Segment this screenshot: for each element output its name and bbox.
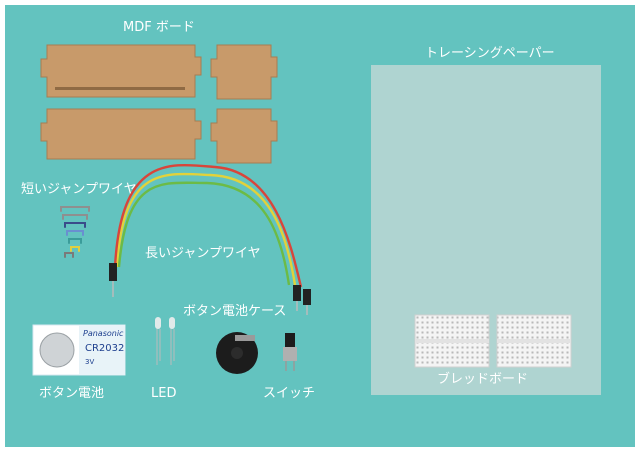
label-short-jumper: 短いジャンプワイヤ [21, 182, 137, 197]
breadboard-right [496, 314, 572, 368]
leds [155, 317, 175, 365]
long-jumper-wires [109, 163, 311, 315]
switch [283, 333, 297, 371]
label-led: LED [151, 386, 177, 401]
label-battery-case: ボタン電池ケース [183, 304, 287, 319]
label-switch: スイッチ [263, 386, 316, 401]
mdf-board-large-bottom [40, 108, 202, 160]
label-button-battery: ボタン電池 [39, 386, 105, 401]
label-mdf-board: MDF ボード [123, 20, 195, 35]
mdf-board-large-top [40, 44, 202, 98]
mdf-board-small-top [210, 44, 278, 100]
battery-brand-text: Panasonic [83, 329, 124, 338]
battery-case [216, 332, 258, 374]
battery-model-text: CR2032 [85, 343, 125, 354]
photo: Panasonic CR2032 3V MDF ボード トレーシングペーパー 短… [5, 5, 635, 447]
breadboard-left [414, 314, 490, 368]
battery-package [32, 324, 126, 376]
label-breadboard: ブレッドボード [437, 372, 529, 387]
mdf-board-small-bottom [210, 108, 278, 164]
battery-voltage-text: 3V [85, 358, 95, 366]
label-long-jumper: 長いジャンプワイヤ [145, 246, 261, 261]
scene-drawing [32, 44, 601, 395]
label-tracing-paper: トレーシングペーパー [425, 46, 555, 61]
short-jumper-wires [60, 206, 90, 258]
